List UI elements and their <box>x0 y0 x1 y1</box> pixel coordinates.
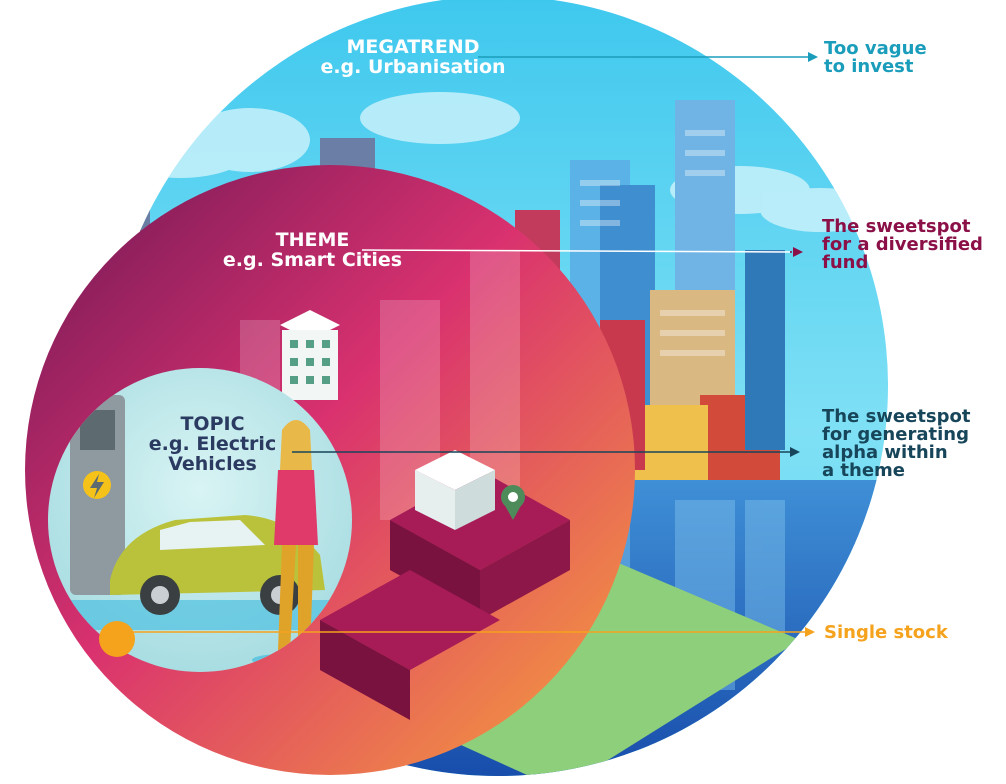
topic-annotation: The sweetspot for generating alpha withi… <box>822 406 971 481</box>
theme-label: THEME e.g. Smart Cities <box>205 229 420 271</box>
map-pin-icon <box>501 485 525 520</box>
theme-title: THEME <box>275 229 350 251</box>
topic-label: TOPIC e.g. Electric Vehicles <box>140 413 285 475</box>
single-stock-dot <box>99 621 135 657</box>
isometric-blocks <box>280 310 570 720</box>
megatrend-annotation: Too vague to invest <box>824 38 927 77</box>
connector-lines <box>117 52 818 637</box>
topic-example-line1: e.g. Electric <box>148 432 277 455</box>
stock-annotation: Single stock <box>824 622 948 643</box>
topic-circle <box>48 368 352 672</box>
charging-station <box>70 395 125 595</box>
topic-title: TOPIC <box>180 413 245 435</box>
megatrend-label: MEGATREND e.g. Urbanisation <box>298 36 528 78</box>
theme-connector <box>361 249 791 253</box>
topic-example-line2: Vehicles <box>168 452 257 475</box>
megatrend-title: MEGATREND <box>346 36 480 58</box>
megatrend-example: e.g. Urbanisation <box>320 55 506 78</box>
theme-annotation: The sweetspot for a diversified fund <box>822 216 983 273</box>
theme-example: e.g. Smart Cities <box>222 248 403 271</box>
